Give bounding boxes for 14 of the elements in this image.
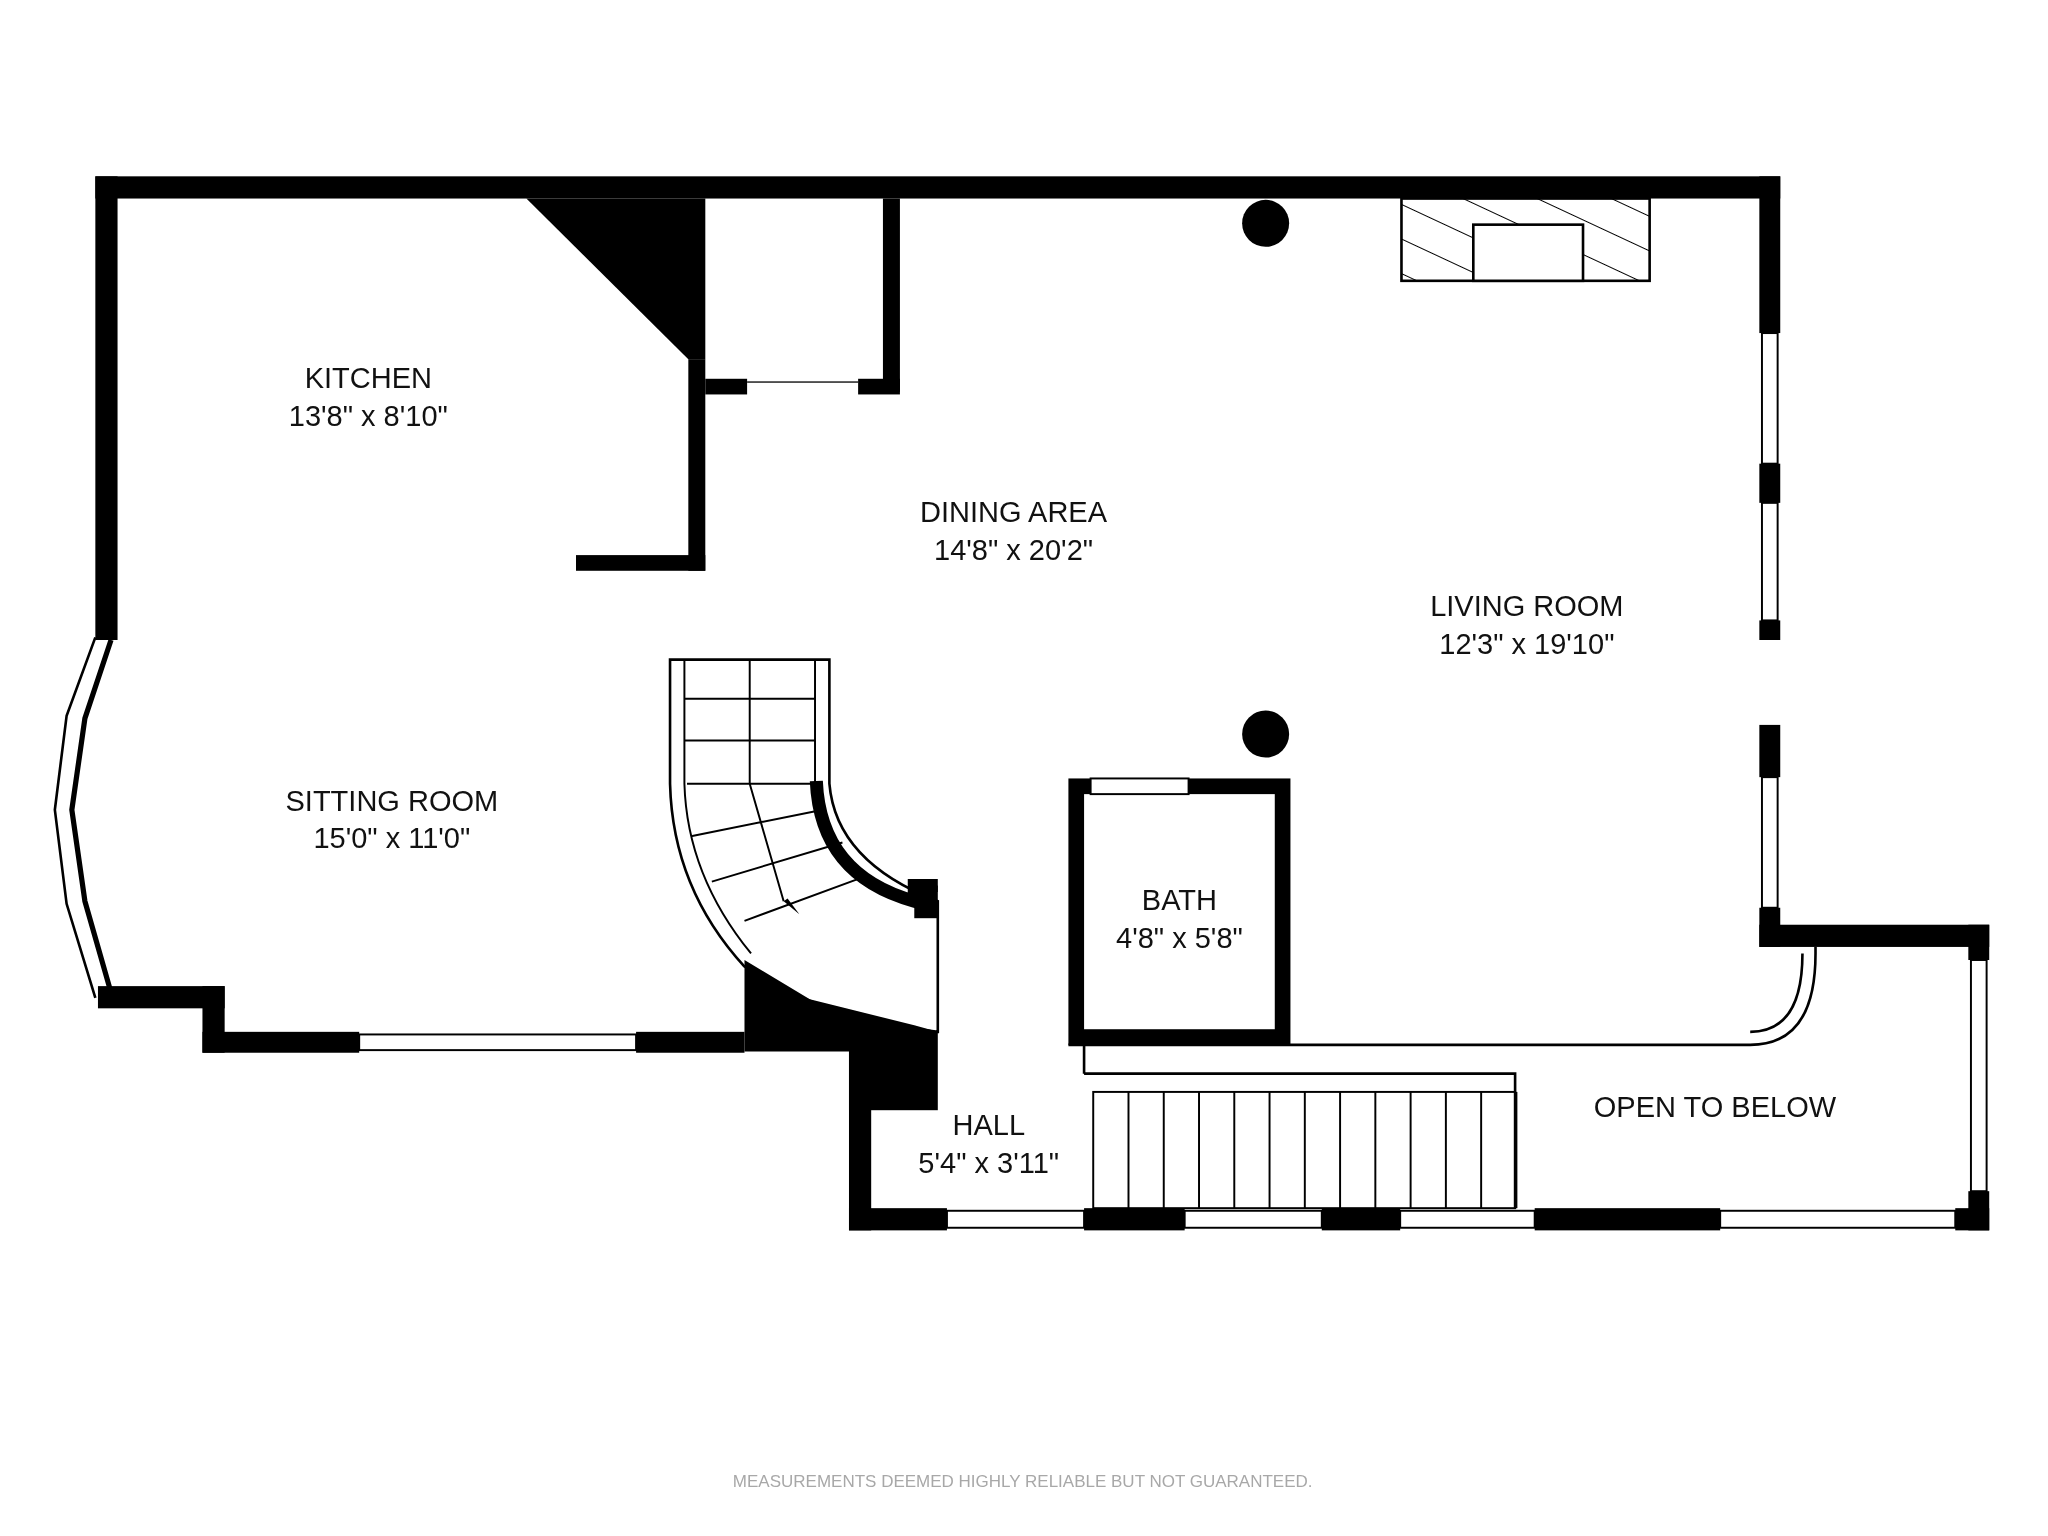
room-name: BATH (1141, 883, 1217, 919)
room-name: SITTING ROOM (285, 784, 499, 820)
room-name: LIVING ROOM (1430, 589, 1624, 625)
room-dimensions: 14'8" x 20'2" (934, 533, 1094, 569)
room-dimensions: 15'0" x 11'0" (313, 820, 471, 856)
room-name: DINING AREA (920, 495, 1107, 531)
room-name: KITCHEN (304, 361, 432, 396)
room-dimensions: 5'4" x 3'11" (918, 1146, 1060, 1181)
disclaimer-note: MEASUREMENTS DEEMED HIGHLY RELIABLE BUT NOT GUARANTEED. (732, 1471, 1313, 1494)
area-note: OPEN TO BELOW (1593, 1089, 1837, 1125)
room-dimensions: 13'8" x 8'10" (288, 398, 448, 434)
room-name: HALL (952, 1108, 1025, 1144)
room-dimensions: 4'8" x 5'8" (1116, 921, 1243, 957)
room-dimensions: 12'3" x 19'10" (1439, 627, 1615, 663)
